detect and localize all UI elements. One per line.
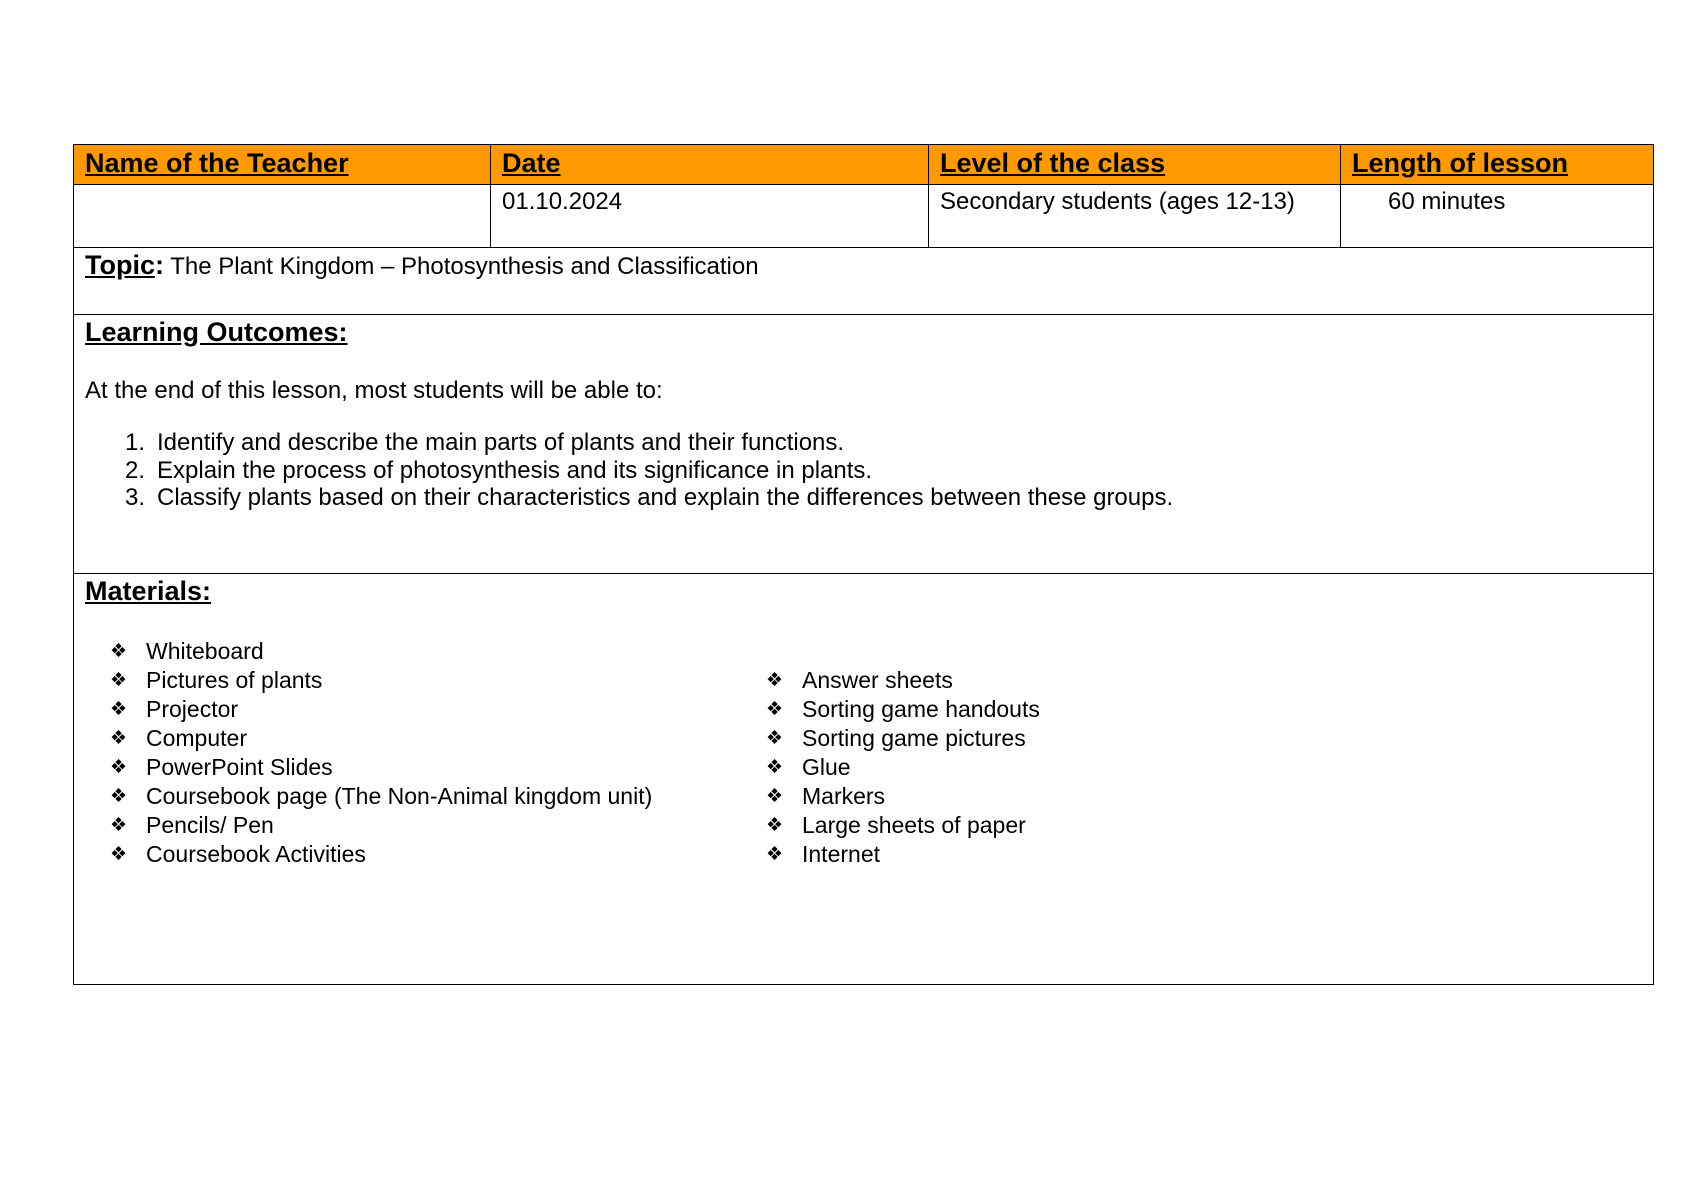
diamond-bullet-icon: ❖ — [110, 670, 128, 691]
diamond-bullet-icon: ❖ — [110, 786, 128, 807]
topic-colon: : — [155, 250, 164, 280]
list-item: 2.Explain the process of photosynthesis … — [124, 456, 873, 484]
materials-row: Materials: ❖Whiteboard ❖Pictures of plan… — [73, 573, 1654, 985]
diamond-bullet-icon: ❖ — [766, 757, 784, 778]
level-value: Secondary students (ages 12-13) — [928, 184, 1341, 248]
diamond-bullet-icon: ❖ — [110, 728, 128, 749]
diamond-bullet-icon: ❖ — [766, 670, 784, 691]
level-header: Level of the class — [928, 144, 1341, 185]
lesson-plan-table: Name of the Teacher Date Level of the cl… — [73, 144, 1654, 985]
teacher-header: Name of the Teacher — [73, 144, 491, 185]
list-item: ❖Projector — [74, 695, 652, 724]
diamond-bullet-icon: ❖ — [110, 757, 128, 778]
list-item: ❖Large sheets of paper — [730, 811, 1040, 840]
list-item: ❖PowerPoint Slides — [74, 753, 652, 782]
list-item: ❖Computer — [74, 724, 652, 753]
learning-outcomes-title: Learning Outcomes: — [85, 317, 348, 347]
topic-cell: Topic: The Plant Kingdom – Photosynthesi… — [73, 247, 1654, 315]
diamond-bullet-icon: ❖ — [110, 844, 128, 865]
materials-title: Materials: — [85, 576, 212, 606]
list-item: 3.Classify plants based on their charact… — [124, 484, 1174, 511]
teacher-value — [73, 184, 491, 248]
header-row: Name of the Teacher Date Level of the cl… — [73, 144, 1654, 185]
topic-text: The Plant Kingdom – Photosynthesis and C… — [164, 253, 759, 280]
date-value: 01.10.2024 — [490, 184, 929, 248]
list-item: ❖Pencils/ Pen — [74, 811, 652, 840]
list-item: ❖Answer sheets — [730, 666, 1040, 695]
diamond-bullet-icon: ❖ — [110, 641, 128, 662]
materials-list-left: ❖Whiteboard ❖Pictures of plants ❖Project… — [74, 637, 652, 869]
list-item: ❖Sorting game pictures — [730, 724, 1040, 753]
date-header: Date — [490, 144, 929, 185]
learning-outcomes-row: Learning Outcomes: At the end of this le… — [73, 314, 1654, 574]
list-item: ❖Pictures of plants — [74, 666, 652, 695]
length-value: 60 minutes — [1340, 184, 1654, 248]
diamond-bullet-icon: ❖ — [766, 844, 784, 865]
materials-list-right: ❖Answer sheets ❖Sorting game handouts ❖S… — [730, 666, 1040, 869]
list-item: ❖Coursebook Activities — [74, 840, 652, 869]
learning-outcomes-list: 1.Identify and describe the main parts o… — [85, 429, 1653, 512]
diamond-bullet-icon: ❖ — [110, 815, 128, 836]
list-item: ❖Coursebook page (The Non-Animal kingdom… — [74, 782, 652, 811]
diamond-bullet-icon: ❖ — [766, 815, 784, 836]
values-row: 01.10.2024 Secondary students (ages 12-1… — [73, 184, 1654, 248]
length-header: Length of lesson — [1340, 144, 1654, 185]
materials-cell: Materials: ❖Whiteboard ❖Pictures of plan… — [73, 573, 1654, 985]
list-item: ❖Markers — [730, 782, 1040, 811]
list-item: ❖Internet — [730, 840, 1040, 869]
diamond-bullet-icon: ❖ — [110, 699, 128, 720]
learning-outcomes-intro: At the end of this lesson, most students… — [85, 377, 663, 404]
learning-outcomes-cell: Learning Outcomes: At the end of this le… — [73, 314, 1654, 574]
diamond-bullet-icon: ❖ — [766, 728, 784, 749]
diamond-bullet-icon: ❖ — [766, 699, 784, 720]
list-item: ❖Whiteboard — [74, 637, 652, 666]
list-item: ❖Sorting game handouts — [730, 695, 1040, 724]
list-item: 1.Identify and describe the main parts o… — [124, 429, 845, 456]
diamond-bullet-icon: ❖ — [766, 786, 784, 807]
list-item: ❖Glue — [730, 753, 1040, 782]
topic-row: Topic: The Plant Kingdom – Photosynthesi… — [73, 247, 1654, 315]
topic-label: Topic — [85, 250, 155, 280]
